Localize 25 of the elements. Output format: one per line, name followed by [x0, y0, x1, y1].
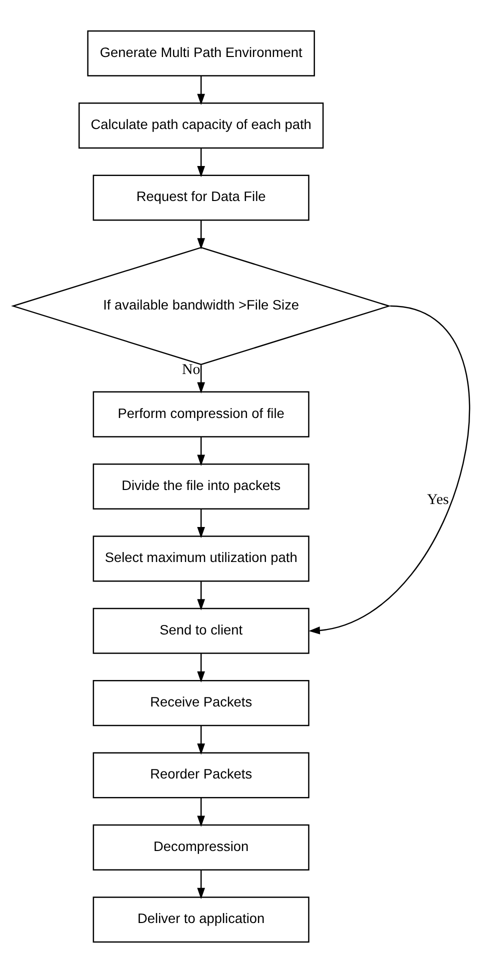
node-box: Decompression [92, 824, 310, 870]
arrow [197, 508, 205, 538]
node-box: Send to client [92, 607, 310, 654]
arrow [197, 652, 205, 682]
node-box: Request for Data File [92, 174, 310, 220]
arrow [197, 148, 205, 177]
arrow [197, 220, 205, 249]
node-diamond: If available bandwidth >File Size [11, 246, 392, 365]
node-box: Deliver to application [92, 896, 310, 942]
arrow [197, 75, 205, 105]
node-box: Generate Multi Path Environment [87, 30, 315, 76]
node-box: Select maximum utilization path [92, 535, 310, 582]
edge-label: Yes [427, 492, 449, 508]
arrow [308, 304, 470, 634]
arrow [197, 364, 205, 394]
arrow [197, 580, 205, 610]
arrow [197, 436, 205, 466]
node-box: Calculate path capacity of each path [78, 102, 324, 148]
arrow [197, 869, 205, 899]
arrow [197, 797, 205, 826]
node-box: Reorder Packets [92, 752, 310, 798]
node-box: Receive Packets [92, 680, 310, 726]
arrow [197, 725, 205, 754]
node-box: Perform compression of file [92, 390, 310, 437]
node-box: Divide the file into packets [92, 462, 310, 510]
